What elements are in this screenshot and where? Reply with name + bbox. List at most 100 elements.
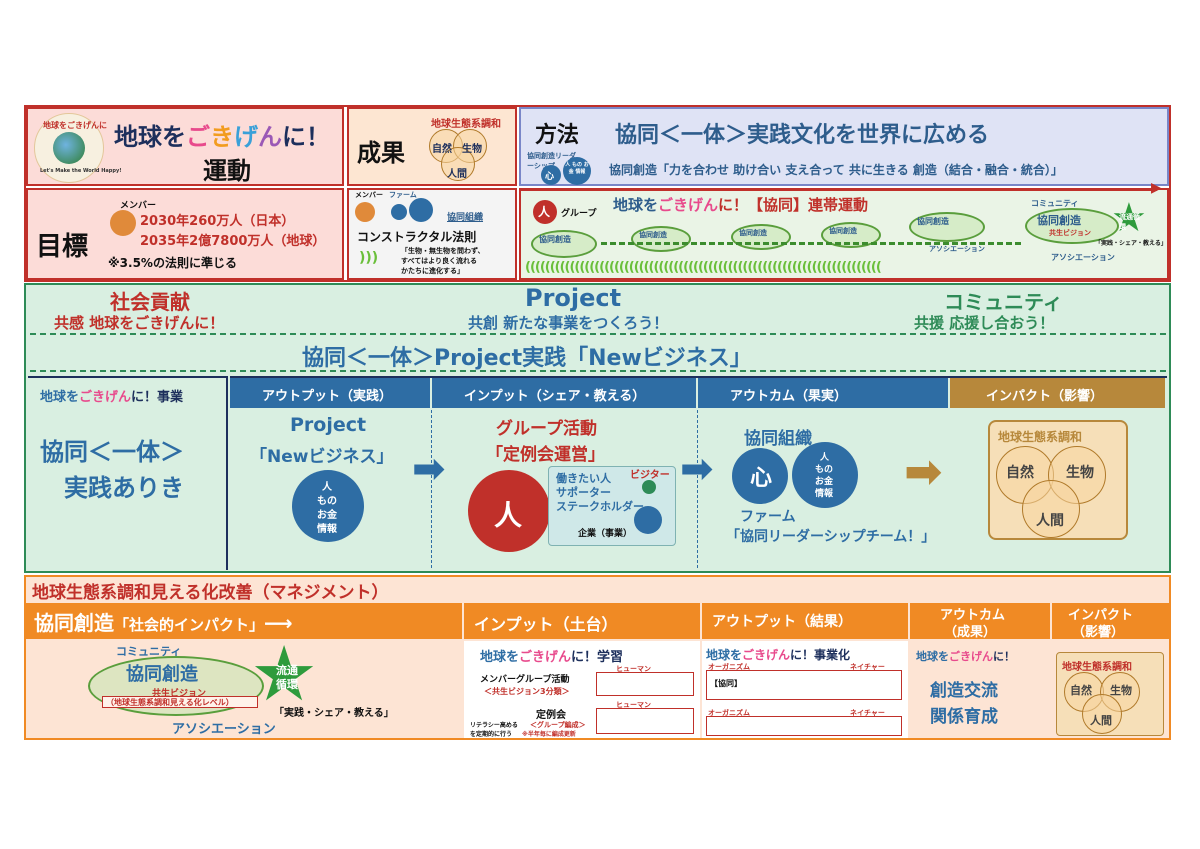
- management-half-year: ※半年毎に編成更新: [522, 731, 576, 738]
- management-nature-2: ネイチャー: [850, 709, 885, 717]
- process-heart-circle: [732, 448, 788, 504]
- chain-title-c: に！【協同】連帯運動: [718, 196, 869, 214]
- process-nature-label: 自然: [1006, 465, 1034, 481]
- management-regular: 定例会: [536, 710, 566, 721]
- management-practice: 「実践・シェア・教える」: [274, 708, 394, 719]
- chain-wave-row: ((((((((((((((((((((((((((((((((((((((((…: [525, 260, 882, 275]
- management-human-box-2: ヒューマン: [616, 701, 651, 709]
- process-resource-2: お金: [317, 510, 337, 521]
- logo: 地球をごきげんに Let's Make the World Happy!: [34, 113, 122, 183]
- constructal-member: メンバー: [355, 191, 383, 199]
- goal-label: 目標: [36, 232, 89, 262]
- movement-title-c: に！: [282, 123, 330, 151]
- management-create2: 関係育成: [930, 707, 998, 727]
- header-output: [230, 378, 430, 408]
- management-biz-title: 地球をごきげんに！事業化: [706, 646, 850, 663]
- method-label: 方法: [535, 123, 580, 148]
- constructal-farm: ファーム: [389, 191, 417, 199]
- process-stakeholder-box: [548, 466, 676, 546]
- chain-dash-line: [601, 242, 1021, 245]
- movement-title-b2: げ: [234, 123, 258, 151]
- process-human-label: 人間: [1036, 513, 1064, 529]
- management-learn-c: に！学習: [571, 650, 624, 665]
- process-person: 人: [494, 499, 523, 532]
- process-left-a: 地球を: [40, 390, 80, 405]
- management-h-input: インプット（土台）: [474, 615, 618, 634]
- project-banner: 協同＜一体＞Project実践「Newビジネス」: [302, 346, 752, 371]
- management-h-impact2: （影響）: [1072, 625, 1125, 640]
- management-organism-2: オーガニズム: [708, 709, 750, 717]
- management-learn-title: 地球をごきげんに！学習: [480, 646, 623, 665]
- goal-note: ※3.5%の法則に準じる: [108, 256, 237, 270]
- result-venn-title: 地球生態系調和: [431, 119, 501, 130]
- movement-title-b3: ん: [258, 123, 282, 151]
- constructal-quote1: 「生物・無生物を問わず、: [401, 247, 485, 255]
- process-venn-title: 地球生態系調和: [998, 430, 1083, 444]
- chain-pill-2-label: 協同創造: [639, 231, 667, 239]
- management-organism-1: オーガニズム: [708, 663, 750, 671]
- chain-red-arrow-head: ▶: [1151, 180, 1162, 196]
- management-venn-human: [1082, 694, 1122, 734]
- chain-person-circle: [533, 200, 557, 224]
- project-sub: 共創 新たな事業をつくろう！: [468, 314, 669, 332]
- constructal-member-icon: [355, 202, 375, 222]
- header-impact-label: インパクト（影響）: [986, 389, 1104, 404]
- management-arrow: ⟶: [264, 611, 293, 635]
- process-resources-circle: [292, 470, 364, 542]
- process-supporter: サポーター: [556, 486, 611, 499]
- management-vision3: ＜共生ビジョン3分類＞: [484, 687, 570, 696]
- management-vision-sub: （地球生態系調和見える化レベル）: [106, 698, 234, 707]
- constructal-heart-icon: [391, 204, 407, 220]
- process-outcome-resource-2: お金: [815, 477, 834, 487]
- constructal-org: 協同組織: [447, 213, 484, 223]
- member-icon: [110, 210, 136, 236]
- goal-line1: 2030年260万人（日本）: [140, 214, 295, 229]
- top-section-frame: [24, 105, 1171, 282]
- process-regular: 「定例会運営」: [486, 445, 605, 465]
- management-h-impact1: インパクト: [1068, 608, 1134, 623]
- chain-title: 地球をごきげんに！【協同】連帯運動: [613, 194, 868, 215]
- management-flow1: 流通: [276, 664, 298, 677]
- community-sub: 共援 応援し合おう！: [914, 314, 1055, 332]
- management-regular-note: を定期的に行う: [470, 731, 513, 738]
- chain-title-a: 地球を: [613, 196, 659, 214]
- chain-title-b: ごきげん: [658, 196, 719, 214]
- process-left-c: に！事業: [131, 390, 184, 405]
- process-co-org: 協同組織: [744, 429, 812, 449]
- result-label: 成果: [357, 139, 405, 167]
- process-farm: ファーム: [740, 509, 796, 525]
- chain-practice: 「実践・シェア・教える」: [1095, 240, 1167, 247]
- process-left-big1: 協同＜一体＞: [40, 438, 184, 466]
- management-assoc: アソシエーション: [172, 722, 276, 737]
- method-resources: 人 もの お金 情報: [565, 162, 589, 175]
- method-resources-circle: [563, 157, 591, 185]
- constructal-box: メンバー ファーム 協同組織 コンストラクタル法則 ))) 「生物・無生物を問わ…: [347, 188, 517, 280]
- constructal-quote3: かたちに進化する」: [401, 267, 464, 275]
- management-header-outcome: [910, 603, 1050, 639]
- management-out-b: ごきげん: [949, 650, 993, 663]
- management-nature-label: 自然: [1070, 684, 1092, 697]
- header-outcome-label: アウトカム（果実）: [730, 389, 848, 404]
- header-output-label: アウトプット（実践）: [262, 389, 393, 404]
- management-header-left: [26, 603, 462, 639]
- process-heart: 心: [750, 466, 773, 491]
- project-dash-1: [30, 333, 1166, 335]
- process-visitor-icon: [642, 480, 656, 494]
- management-flow2: 循環: [276, 678, 298, 691]
- result-box: 成果 地球生態系調和 自然 生物 人間: [347, 107, 517, 186]
- chain-pill-2: [631, 226, 691, 252]
- social-sub: 共感 地球をごきげんに！: [54, 314, 225, 332]
- management-literacy: リテラシー高める: [470, 722, 518, 729]
- management-output-panel: [702, 641, 908, 738]
- result-creature-label: 生物: [462, 144, 482, 155]
- chain-vision: 共生ビジョン: [1049, 229, 1091, 237]
- chain-pill-1: [531, 230, 597, 258]
- chain-box: ▶ 人 グループ 地球をごきげんに！【協同】連帯運動 協同創造 協同創造 協同創…: [519, 180, 1169, 280]
- method-leader: 協同創造リーダーシップ: [527, 152, 576, 170]
- management-out-a: 地球を: [916, 650, 949, 663]
- management-community: コミュニティ: [116, 645, 182, 658]
- process-outcome-resource-1: もの: [815, 465, 834, 475]
- process-company: 企業（事業）: [578, 529, 633, 539]
- management-header-input: [464, 603, 700, 639]
- method-box: 方法 協同＜一体＞実践文化を世界に広める 協同創造リーダーシップ 心 人 もの …: [519, 107, 1169, 186]
